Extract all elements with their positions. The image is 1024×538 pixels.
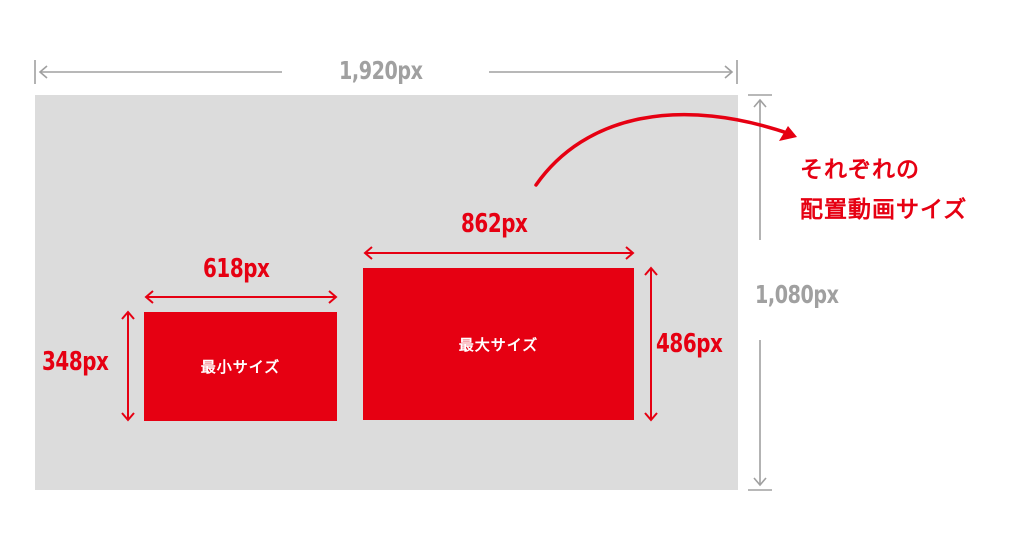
max-size-label: 最大サイズ — [458, 335, 539, 354]
min-width-arrow — [144, 290, 338, 304]
min-size-box: 最小サイズ — [144, 312, 337, 421]
max-size-box: 最大サイズ — [363, 268, 634, 420]
min-height-arrow — [121, 310, 135, 422]
max-height-label: 486px — [656, 329, 723, 359]
min-height-label: 348px — [42, 347, 109, 377]
max-height-arrow — [644, 266, 658, 422]
callout-arrow — [534, 112, 797, 187]
min-size-label: 最小サイズ — [200, 358, 281, 376]
max-width-label: 862px — [461, 209, 528, 239]
callout-text: それぞれの 配置動画サイズ — [800, 150, 967, 230]
canvas-width-label: 1,920px — [339, 56, 423, 85]
callout-line-2: 配置動画サイズ — [800, 197, 968, 223]
callout-line-1: それぞれの — [800, 157, 920, 183]
min-width-label: 618px — [203, 254, 270, 284]
canvas-height-label: 1,080px — [755, 280, 839, 309]
max-width-arrow — [363, 246, 635, 260]
canvas-width-arrow — [34, 60, 738, 84]
